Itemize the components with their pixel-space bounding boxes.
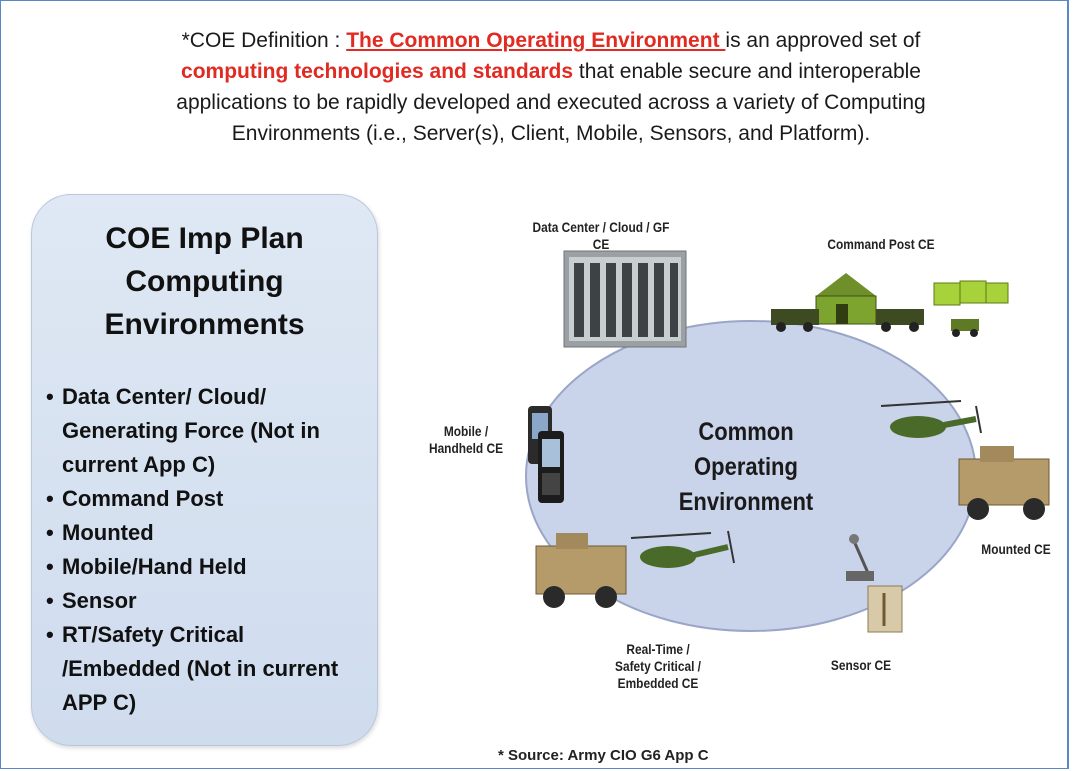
sensor-label: Sensor CE xyxy=(830,657,892,673)
panel-title-line: COE Imp Plan xyxy=(105,222,304,255)
center-label-line: Environment xyxy=(678,488,814,516)
definition-line3: applications to be rapidly developed and… xyxy=(176,91,926,114)
definition-prefix: *COE Definition : xyxy=(181,29,347,52)
helicopter-icon xyxy=(630,530,735,568)
mobile-label-line: Handheld CE xyxy=(428,440,504,456)
coe-definition: *COE Definition : The Common Operating E… xyxy=(101,25,1001,149)
list-item: Data Center/ Cloud/ Generating Force (No… xyxy=(46,380,366,482)
panel-title-line: Computing xyxy=(125,265,284,298)
diagram-graphics xyxy=(525,250,1050,633)
list-item: Command Post xyxy=(46,482,366,516)
data-center-label: Data Center / Cloud / GF CE xyxy=(532,219,670,252)
mounted-vehicle-icon xyxy=(958,446,1050,520)
panel-title-line: Environments xyxy=(104,308,305,341)
list-item: RT/Safety Critical /Embedded (Not in cur… xyxy=(46,618,366,720)
definition-rest: that enable secure and interoperable xyxy=(573,60,921,83)
realtime-label-line: Real-Time / xyxy=(626,641,690,657)
sensor-icon xyxy=(846,534,903,633)
coe-diagram: Common Operating Environment Data Center… xyxy=(406,201,1071,731)
helicopter-icon xyxy=(880,400,982,438)
center-label: Common Operating Environment xyxy=(645,415,847,520)
definition-mid: is an approved set of xyxy=(725,29,921,52)
command-post-label: Command Post CE xyxy=(827,236,935,252)
panel-title: COE Imp Plan Computing Environments xyxy=(32,217,377,346)
list-item: Sensor xyxy=(46,584,366,618)
server-rack-icon xyxy=(563,250,687,348)
list-item: Mobile/Hand Held xyxy=(46,550,366,584)
definition-term: The Common Operating Environment xyxy=(346,29,726,52)
list-item: Mounted xyxy=(46,516,366,550)
source-note: * Source: Army CIO G6 App C xyxy=(498,747,709,764)
mobile-label-line: Mobile / xyxy=(443,423,489,439)
definition-line4: Environments (i.e., Server(s), Client, M… xyxy=(231,122,871,145)
environment-list: Data Center/ Cloud/ Generating Force (No… xyxy=(46,380,366,720)
computing-environments-panel: COE Imp Plan Computing Environments Data… xyxy=(31,194,378,746)
command-post-icon xyxy=(771,273,1009,337)
realtime-label-line: Embedded CE xyxy=(617,675,699,691)
realtime-label: Real-Time / Safety Critical / Embedded C… xyxy=(607,641,709,692)
mounted-vehicle-icon xyxy=(535,533,627,608)
mobile-label: Mobile / Handheld CE xyxy=(424,423,509,457)
center-label-line: Common Operating xyxy=(694,418,798,481)
definition-highlight: computing technologies and standards xyxy=(181,60,574,83)
mounted-label: Mounted CE xyxy=(981,541,1051,557)
realtime-label-line: Safety Critical / xyxy=(615,658,701,674)
mobile-phone-icon xyxy=(528,406,564,503)
